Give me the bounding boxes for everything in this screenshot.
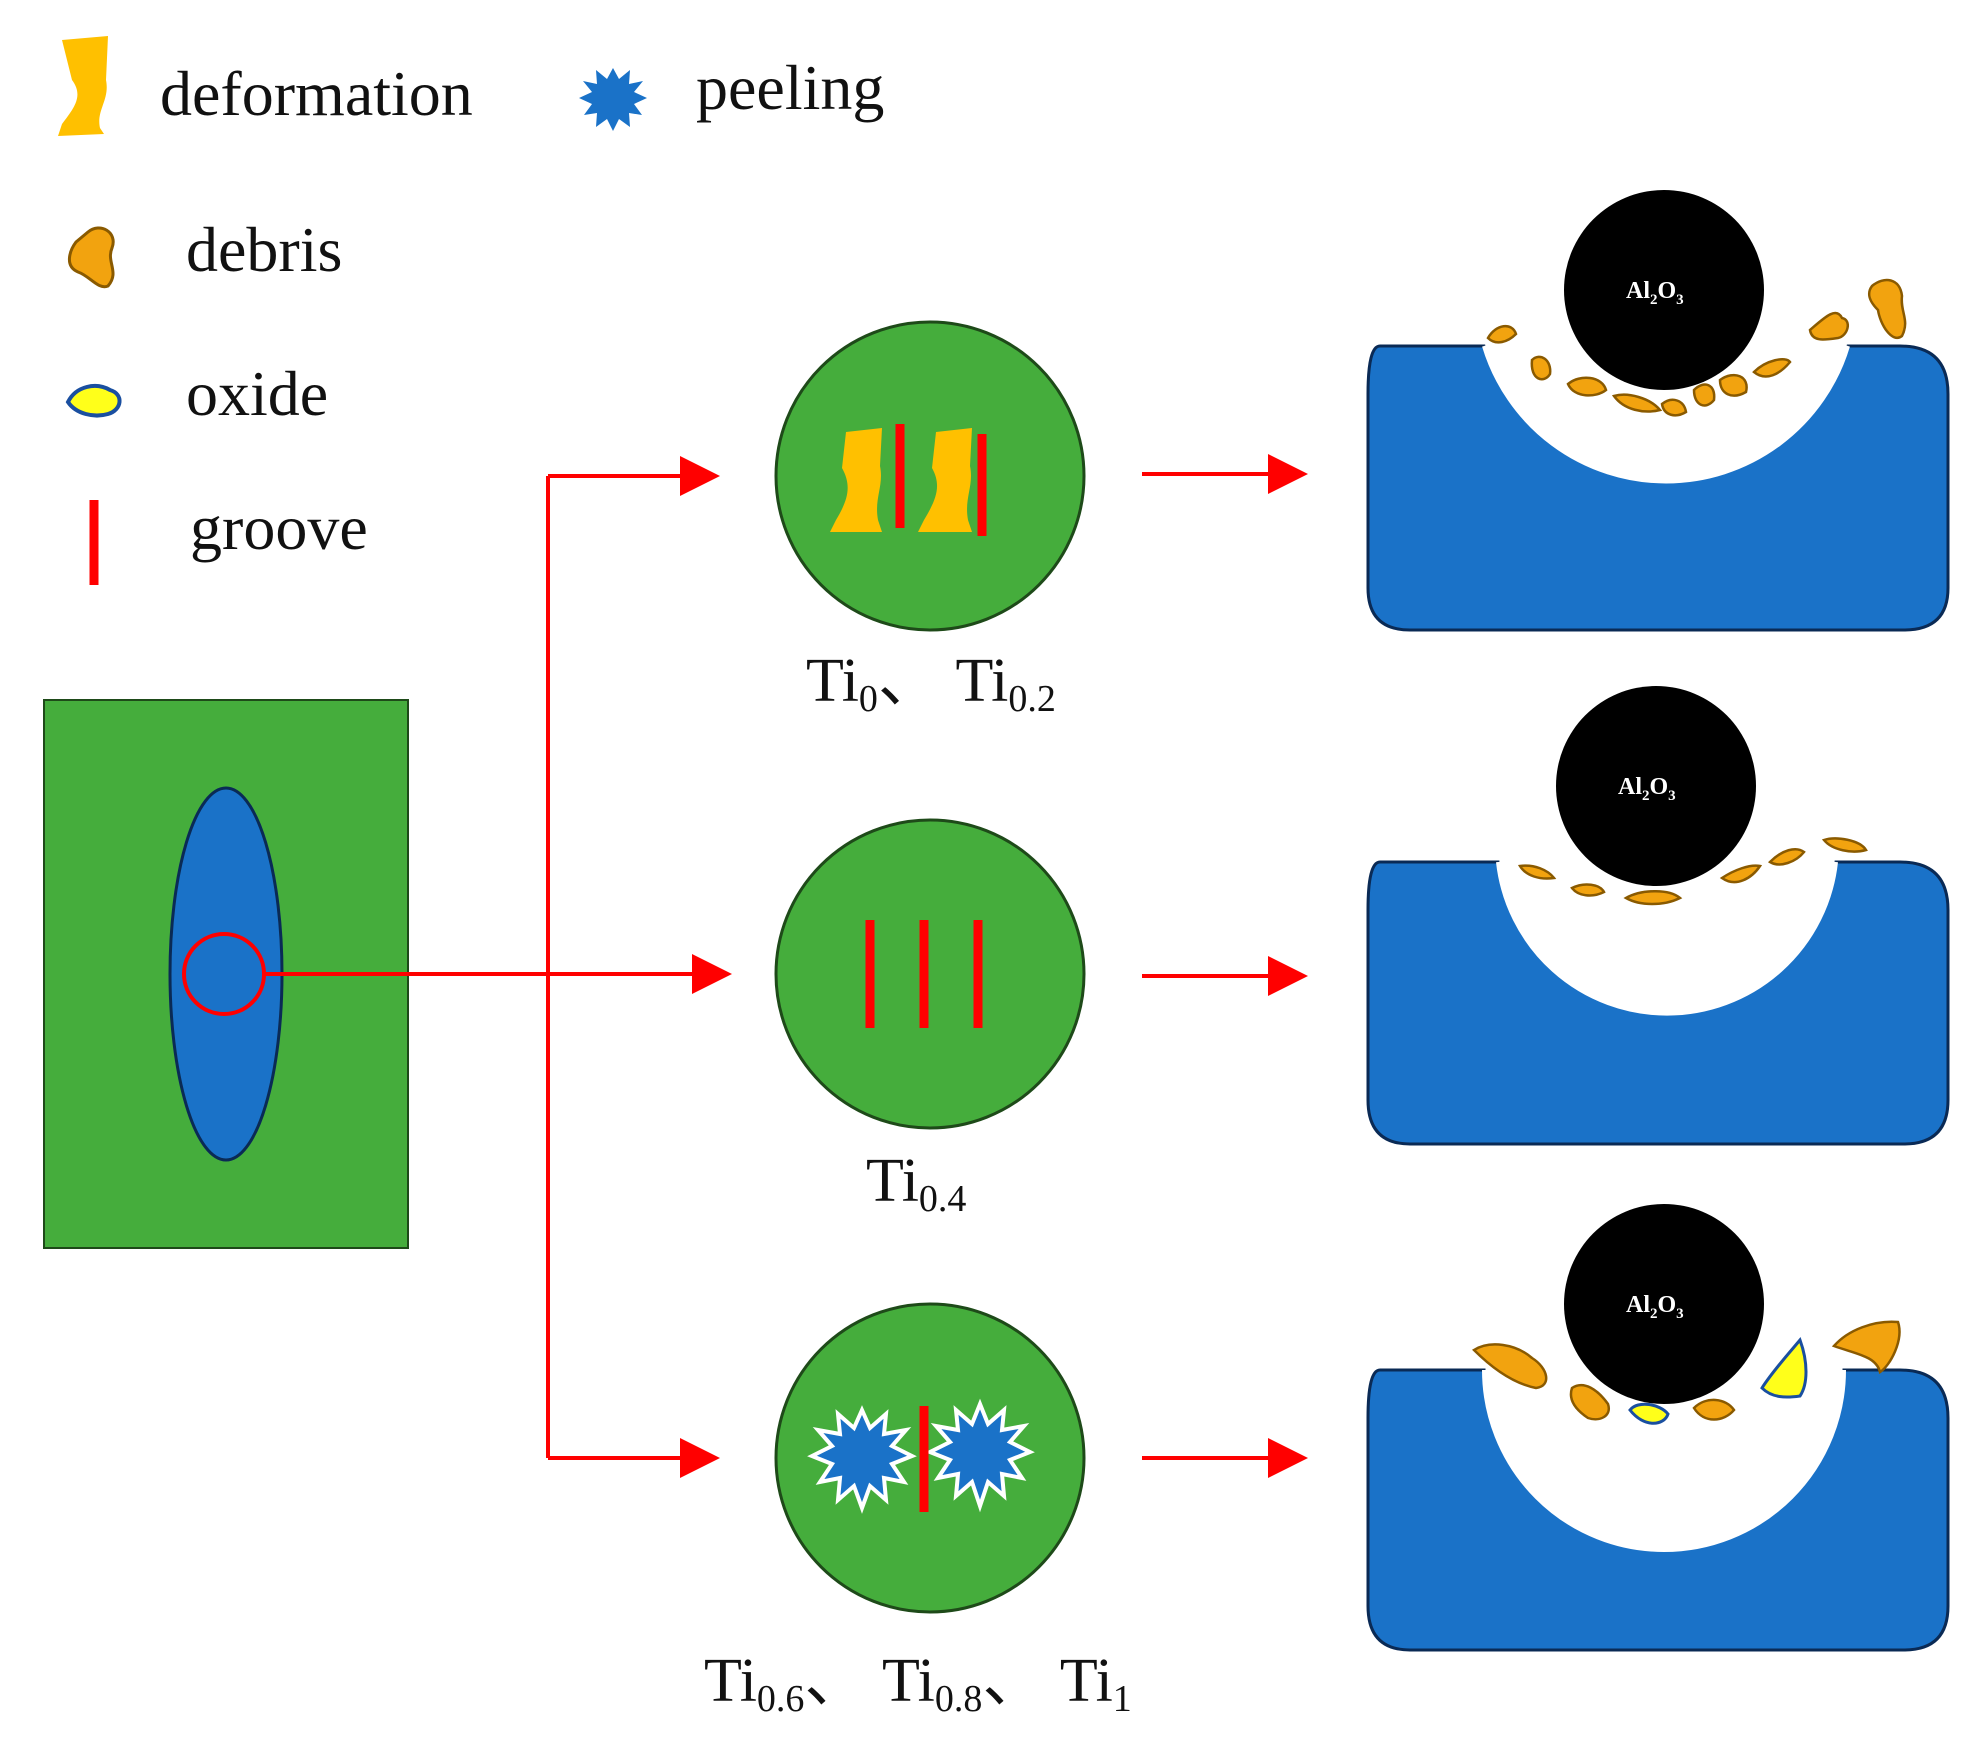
magnified-view-top bbox=[774, 320, 1086, 632]
magnified-view-bottom bbox=[774, 1302, 1086, 1614]
debris-particle bbox=[1472, 1320, 1901, 1421]
svg-text:Al2O3: Al2O3 bbox=[1626, 1292, 1684, 1322]
peeling-mark bbox=[925, 1398, 1035, 1513]
cross-section-top bbox=[1366, 278, 1950, 632]
legend-label-oxide: oxide bbox=[186, 358, 329, 429]
caption-middle: Ti0.4 bbox=[866, 1147, 967, 1220]
legend-label-peeling: peeling bbox=[696, 52, 885, 123]
legend-label-debris: debris bbox=[186, 214, 343, 285]
connector-lines bbox=[264, 454, 1308, 1478]
deformation-mark bbox=[830, 428, 882, 532]
alumina-ball-top: Al2O3 bbox=[1564, 190, 1764, 390]
oxide-icon bbox=[65, 384, 122, 418]
peeling-icon bbox=[579, 68, 647, 131]
oxide-particle bbox=[1628, 1337, 1808, 1425]
caption-top: Ti0、 Ti0.2 bbox=[806, 647, 1056, 720]
svg-text:Al2O3: Al2O3 bbox=[1626, 278, 1684, 308]
legend-label-deformation: deformation bbox=[160, 58, 473, 129]
svg-text:Al2O3: Al2O3 bbox=[1618, 774, 1676, 804]
deformation-icon bbox=[58, 36, 108, 136]
debris-icon bbox=[68, 226, 115, 289]
alumina-ball-bottom: Al2O3 bbox=[1564, 1204, 1764, 1404]
debris-particle bbox=[1486, 278, 1907, 417]
caption-bottom: Ti0.6、 Ti0.8、 Ti1 bbox=[704, 1647, 1132, 1720]
legend-label-groove: groove bbox=[190, 492, 368, 563]
alumina-ball-middle: Al2O3 bbox=[1556, 686, 1756, 886]
cross-section-bottom bbox=[1366, 1320, 1950, 1652]
cross-section-middle bbox=[1366, 837, 1950, 1146]
magnified-view-middle bbox=[774, 818, 1086, 1130]
deformation-mark bbox=[918, 428, 972, 532]
debris-particle bbox=[1517, 837, 1868, 906]
peeling-mark bbox=[807, 1405, 917, 1514]
